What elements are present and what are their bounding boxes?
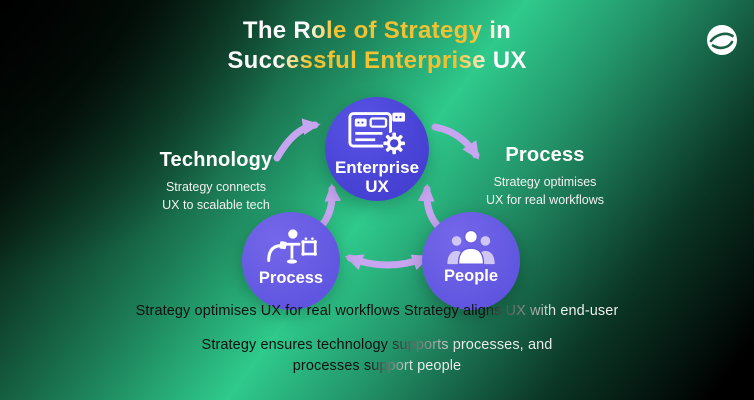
node-enterprise-ux: Enterprise UX — [325, 97, 429, 201]
brand-logo — [706, 24, 738, 56]
browser-gear-icon — [348, 112, 406, 155]
callout-process-desc-line2: UX for real workflows — [485, 192, 605, 207]
dual-fish-logo-icon — [707, 25, 737, 55]
callout-technology-title: Technology — [159, 149, 273, 171]
footnote-line3-text: processes support people — [293, 356, 461, 377]
callout-technology: Technology Strategy connects UX to scala… — [118, 149, 314, 215]
node-people-label: People — [443, 267, 499, 285]
node-enterprise-ux-label: Enterprise UX — [335, 158, 419, 196]
workflow-icon — [267, 229, 317, 264]
callout-technology-desc-line2: UX to scalable tech — [162, 197, 270, 212]
callout-technology-desc: Strategy connects UX to scalable tech — [118, 179, 314, 215]
footnote-line2: Strategy ensures technology supports pro… — [0, 335, 754, 377]
callout-process: Process Strategy optimises UX for real w… — [452, 144, 638, 210]
footnote-line2-text: Strategy ensures technology supports pro… — [202, 335, 553, 356]
footnote-line1-text: Strategy optimises UX for real workflows… — [135, 303, 619, 319]
page-title: The Role of Strategy in Successful Enter… — [0, 16, 754, 76]
callout-process-title: Process — [505, 144, 585, 166]
footnote-line1: Strategy optimises UX for real workflows… — [0, 303, 754, 319]
page-title-line1: The Role of Strategy in — [242, 17, 512, 44]
callout-technology-desc-line1: Strategy connects — [165, 180, 267, 194]
node-enterprise-ux-label-line2: UX — [365, 177, 389, 196]
page-title-line2: Successful Enterprise UX — [227, 47, 527, 74]
node-process-label: Process — [258, 269, 324, 287]
callout-process-desc: Strategy optimises UX for real workflows — [452, 174, 638, 210]
node-enterprise-ux-label-line1: Enterprise — [334, 158, 420, 177]
people-group-icon — [447, 229, 495, 265]
arrow-process-people-bidirectional — [344, 254, 431, 271]
node-process: Process — [242, 212, 340, 310]
node-people: People — [422, 212, 520, 310]
callout-process-desc-line1: Strategy optimises — [493, 175, 597, 189]
